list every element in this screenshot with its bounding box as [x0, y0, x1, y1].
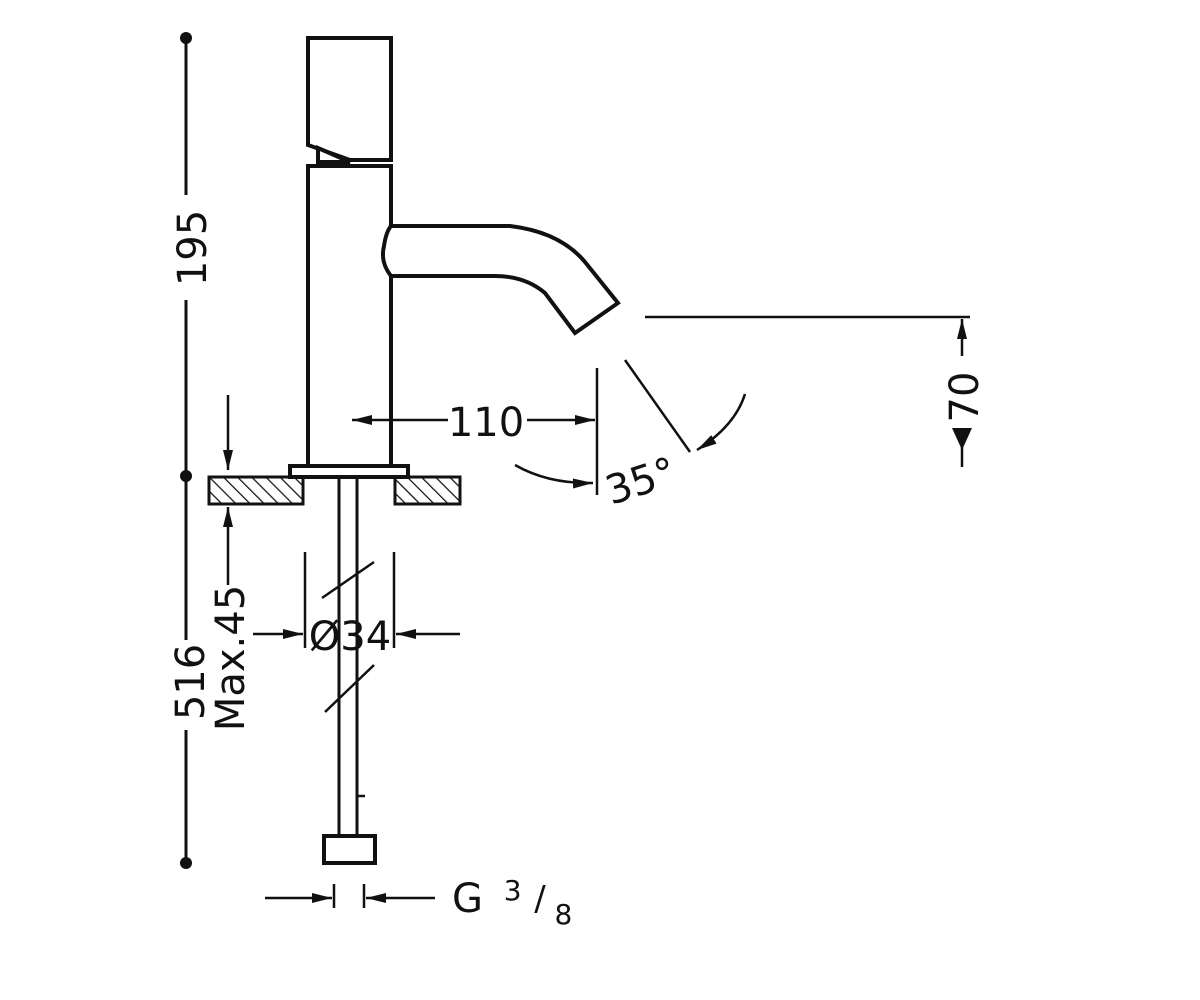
dimension-dot-middle	[180, 470, 192, 482]
under-counter-length-label: 516	[168, 644, 214, 720]
height-dimension-line	[180, 32, 192, 869]
spout-height-label: 70	[942, 372, 988, 423]
supply-hose	[321, 477, 377, 865]
spout-reach-label: 110	[448, 400, 524, 446]
spout-reach-dimension	[352, 368, 599, 495]
counter-top	[207, 475, 462, 506]
spout-height-dimension	[645, 315, 972, 467]
connection-fraction-denominator: 8	[554, 898, 572, 931]
connection-thread-label: G	[452, 876, 483, 922]
spout-angle-label: 35°	[600, 449, 682, 515]
total-height-label: 195	[170, 210, 216, 286]
faucet-spout	[380, 224, 621, 336]
lever-joint	[316, 144, 351, 164]
connection-fraction-numerator: 3	[504, 874, 522, 907]
spout-angle-dimension	[514, 359, 747, 489]
connection-dimension	[265, 884, 435, 908]
connection-nut	[322, 834, 377, 865]
faucet-body	[288, 36, 621, 479]
connection-fraction-slash: /	[534, 879, 546, 919]
dimension-dot-top	[180, 32, 192, 44]
lever-handle	[306, 36, 393, 162]
base-flange	[288, 464, 410, 479]
connection-label: G 3 / 8	[452, 864, 572, 931]
faucet-column	[306, 164, 393, 470]
dimension-dot-bottom	[180, 857, 192, 869]
base-diameter-dimension	[253, 552, 460, 648]
base-diameter-label: Ø34	[309, 614, 391, 660]
max-thickness-label: Max.45	[208, 585, 254, 731]
